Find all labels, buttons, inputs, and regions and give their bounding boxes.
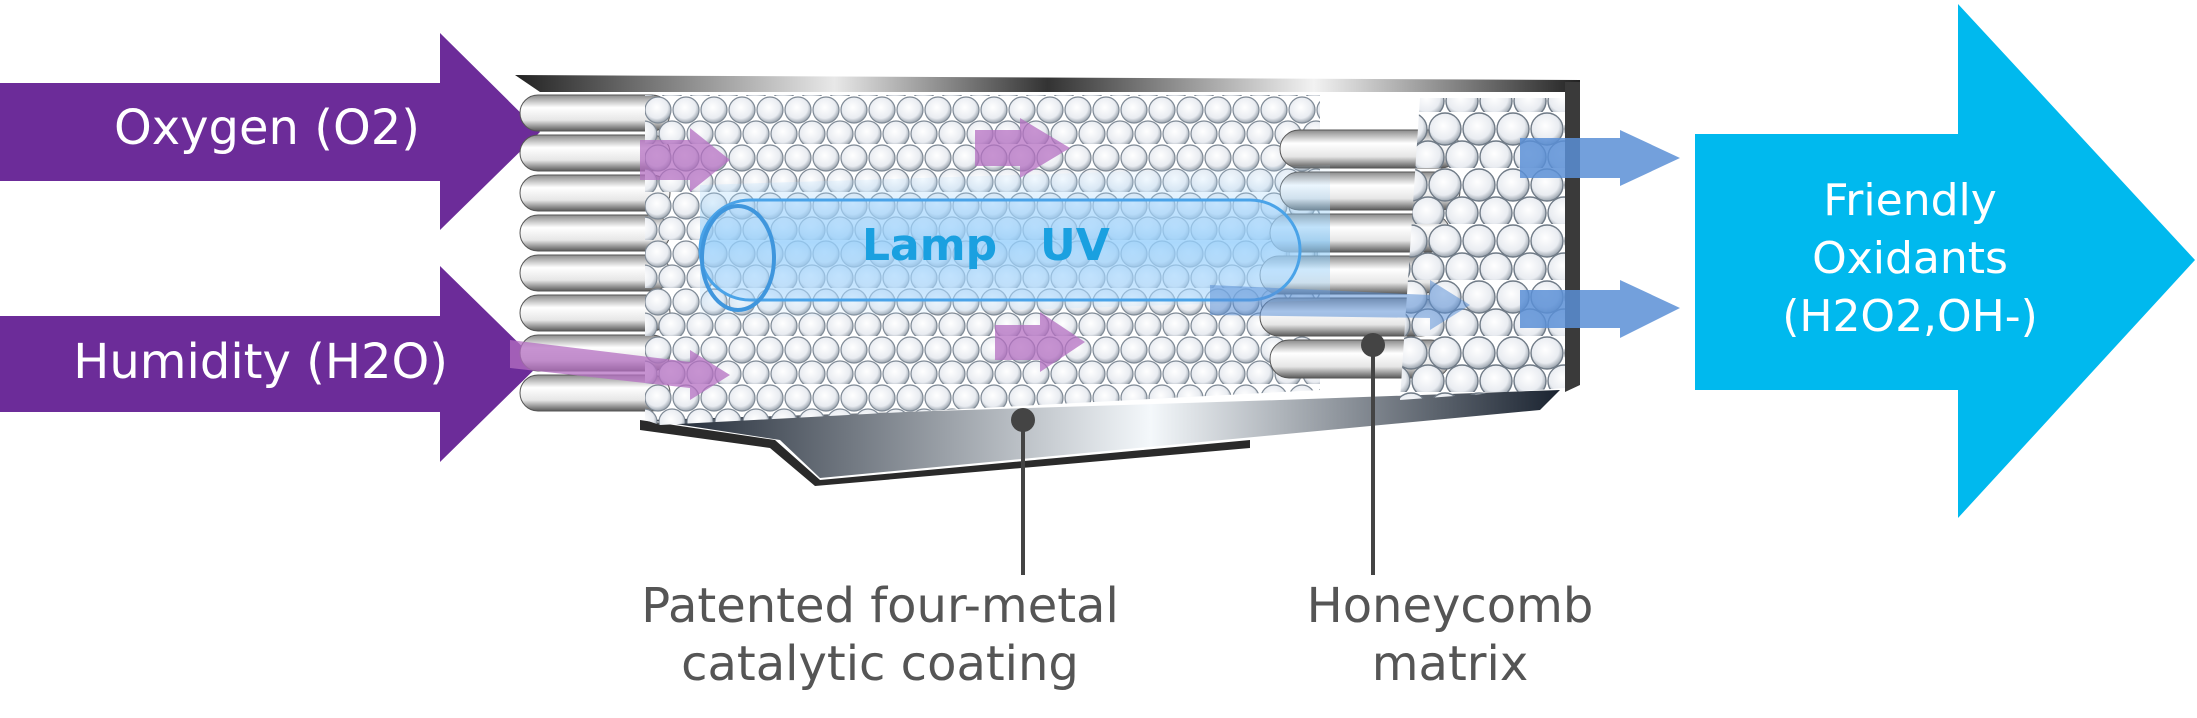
- reactor-right-frame: [1565, 82, 1580, 392]
- left-tube-stack: [519, 94, 671, 412]
- matrix-leader: [1361, 333, 1385, 575]
- humidity-input-arrow: [0, 266, 540, 462]
- oxygen-label: Oxygen (O2): [113, 100, 420, 156]
- lamp-label: Lamp: [862, 220, 998, 271]
- coating-leader: [1011, 408, 1035, 575]
- matrix-line-2: matrix: [1371, 636, 1529, 692]
- coating-line-2: catalytic coating: [681, 636, 1079, 692]
- oxidants-line-3: (H2O2,OH-): [1782, 291, 2038, 342]
- humidity-label: Humidity (H2O): [73, 334, 448, 390]
- inflow-arrows: [510, 118, 1085, 400]
- uv-glow: [700, 165, 1330, 320]
- reactor-base-edge: [640, 420, 1250, 486]
- coating-line-1: Patented four-metal: [641, 578, 1119, 634]
- oxygen-input-arrow: [0, 33, 540, 230]
- uv-lamp-end: [700, 204, 776, 312]
- oxidants-output-arrow: [1695, 4, 2195, 518]
- coating-callout: Patented four-metal catalytic coating: [600, 577, 1160, 693]
- uv-label: UV: [1040, 220, 1110, 271]
- oxidants-line-1: Friendly: [1823, 175, 1997, 226]
- oxidants-label: Friendly Oxidants (H2O2,OH-): [1740, 172, 2080, 346]
- matrix-callout: Honeycomb matrix: [1230, 577, 1670, 693]
- matrix-line-1: Honeycomb: [1306, 578, 1594, 634]
- reactor-base: [650, 390, 1560, 478]
- outflow-arrows: [1210, 130, 1680, 338]
- reactor-top-frame: [515, 75, 1580, 92]
- reactor-module: [510, 75, 1680, 486]
- oxidants-line-2: Oxidants: [1812, 233, 2008, 284]
- uv-lamp-tube: [698, 198, 1302, 302]
